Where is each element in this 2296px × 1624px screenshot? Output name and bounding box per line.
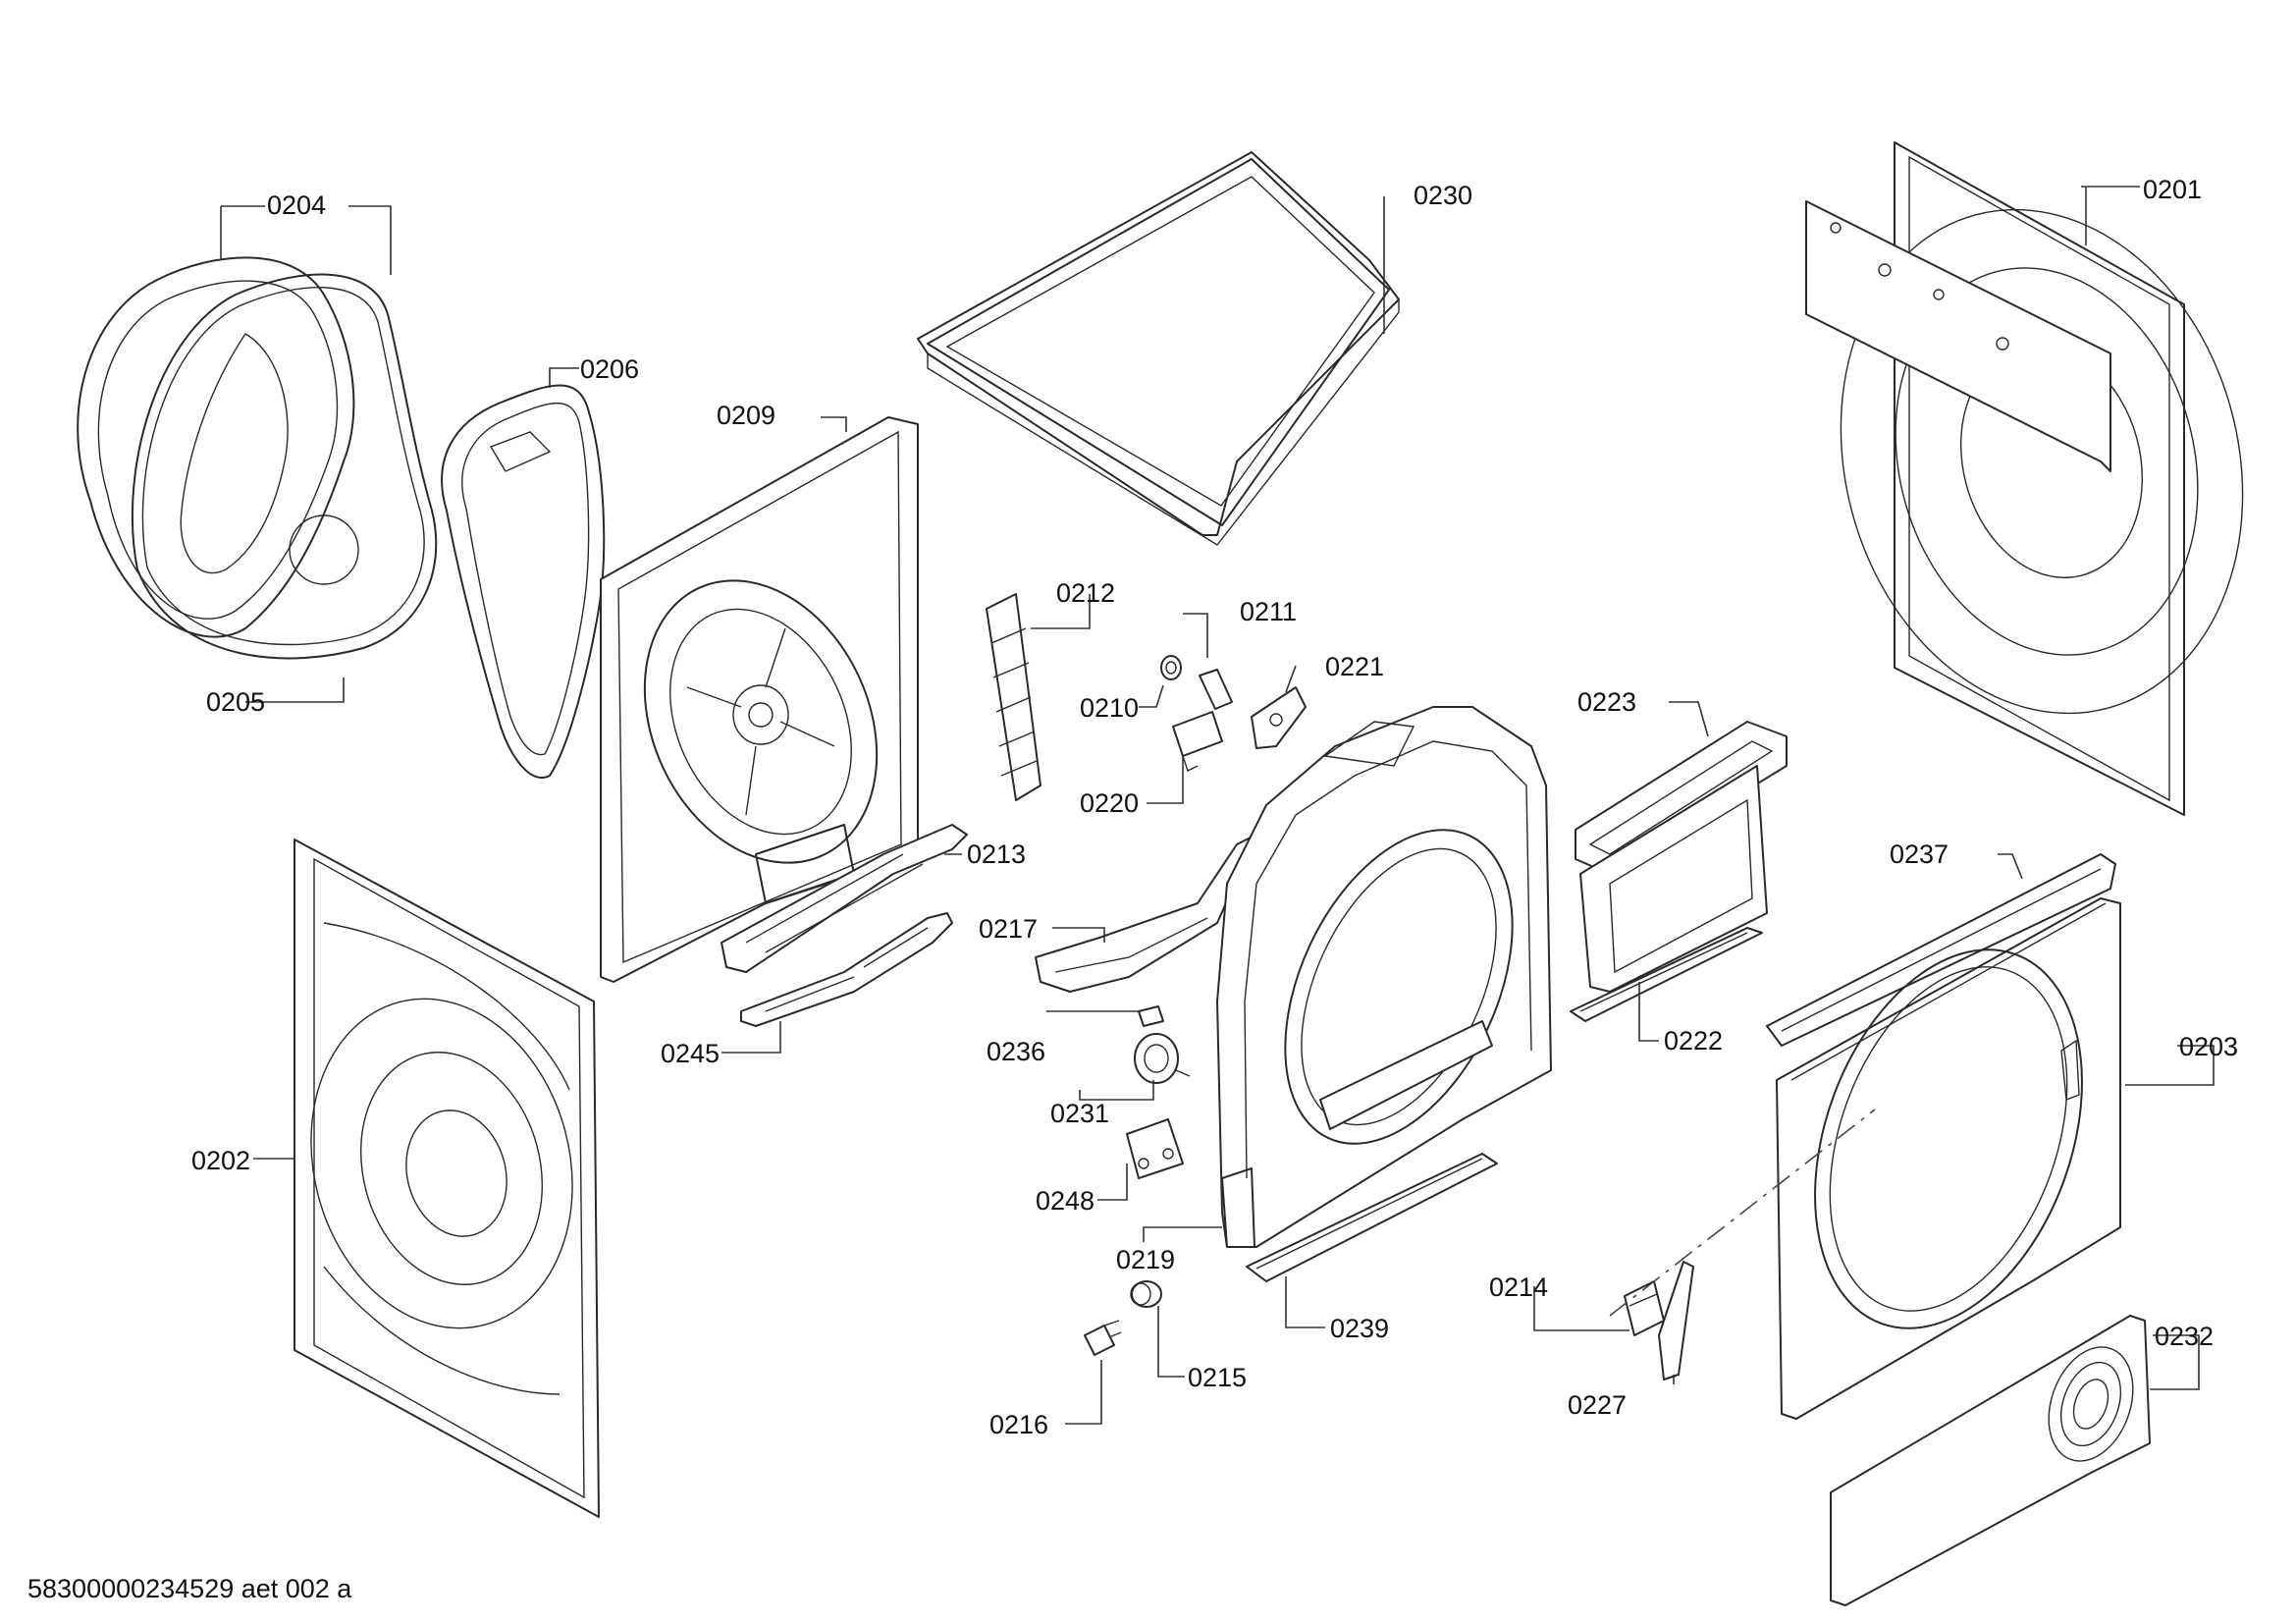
part-0205-gasket-ring	[131, 273, 438, 660]
label-0237: 0237	[1890, 839, 1949, 869]
label-0219: 0219	[1116, 1245, 1175, 1274]
label-0203: 0203	[2179, 1032, 2238, 1061]
label-0217: 0217	[979, 914, 1038, 944]
label-0220: 0220	[1080, 788, 1139, 818]
part-0248-module	[1126, 1118, 1184, 1179]
label-0212: 0212	[1056, 578, 1115, 608]
assembly-axis-dash	[1609, 1109, 1876, 1317]
label-0245: 0245	[661, 1039, 720, 1068]
part-0230-top-cover	[917, 151, 1400, 546]
label-0214: 0214	[1489, 1272, 1548, 1302]
part-0209-back-panel	[600, 416, 919, 983]
part-0215-bushing	[1130, 1280, 1162, 1308]
part-0232-kickplate	[1830, 1315, 2151, 1606]
part-0206-seal-frame	[441, 384, 606, 779]
part-0236-clip	[1138, 1005, 1164, 1027]
part-0210-plug	[1160, 655, 1182, 680]
label-0215: 0215	[1188, 1363, 1247, 1392]
part-0239-gasket	[1246, 1153, 1498, 1282]
label-0204: 0204	[267, 190, 326, 220]
label-0227: 0227	[1568, 1390, 1627, 1420]
label-0210: 0210	[1080, 693, 1139, 723]
part-0223-fluff-filter	[1575, 721, 1788, 993]
label-0223: 0223	[1577, 687, 1636, 717]
part-0203-front-panel	[1776, 897, 2121, 1420]
part-0202-side-panel-left	[294, 839, 600, 1518]
label-0221: 0221	[1325, 652, 1384, 681]
part-0222-seal	[1570, 927, 1763, 1022]
part-0221-bracket	[1251, 686, 1307, 749]
part-0220-sensor-block	[1172, 711, 1223, 772]
part-0231-motor-wheel	[1134, 1033, 1191, 1084]
part-0212-cable-clip-strip	[986, 593, 1041, 801]
part-0245-duct-rail	[740, 912, 953, 1027]
label-0236: 0236	[987, 1037, 1045, 1066]
label-0206: 0206	[580, 354, 639, 384]
part-0211-connector	[1199, 669, 1233, 710]
label-0230: 0230	[1414, 181, 1472, 210]
label-0232: 0232	[2155, 1322, 2214, 1351]
part-0213-duct-rail	[721, 824, 968, 973]
part-labels: 0204 0206 0209 0230 0201 0205 0212 0211 …	[191, 175, 2238, 1439]
label-0202: 0202	[191, 1146, 250, 1175]
part-0219-front-frame	[1216, 706, 1552, 1248]
drawing-number: 58300000234529 aet 002 a	[27, 1574, 352, 1603]
part-0227-door-hook	[1658, 1261, 1694, 1380]
label-0209: 0209	[717, 401, 775, 430]
part-0204-door-frame	[77, 256, 359, 638]
label-0201: 0201	[2143, 175, 2202, 204]
label-0211: 0211	[1240, 597, 1297, 626]
part-0237-front-rail	[1766, 853, 2116, 1047]
label-0205: 0205	[206, 687, 265, 717]
label-0239: 0239	[1330, 1314, 1389, 1343]
part-0216-foot	[1084, 1320, 1122, 1356]
label-0222: 0222	[1664, 1026, 1723, 1056]
label-0216: 0216	[989, 1410, 1048, 1439]
label-0231: 0231	[1050, 1099, 1109, 1128]
label-0248: 0248	[1036, 1186, 1095, 1216]
leader-lines	[220, 186, 2215, 1425]
part-0201-side-panel-right	[1805, 141, 2244, 816]
label-0213: 0213	[967, 839, 1026, 869]
